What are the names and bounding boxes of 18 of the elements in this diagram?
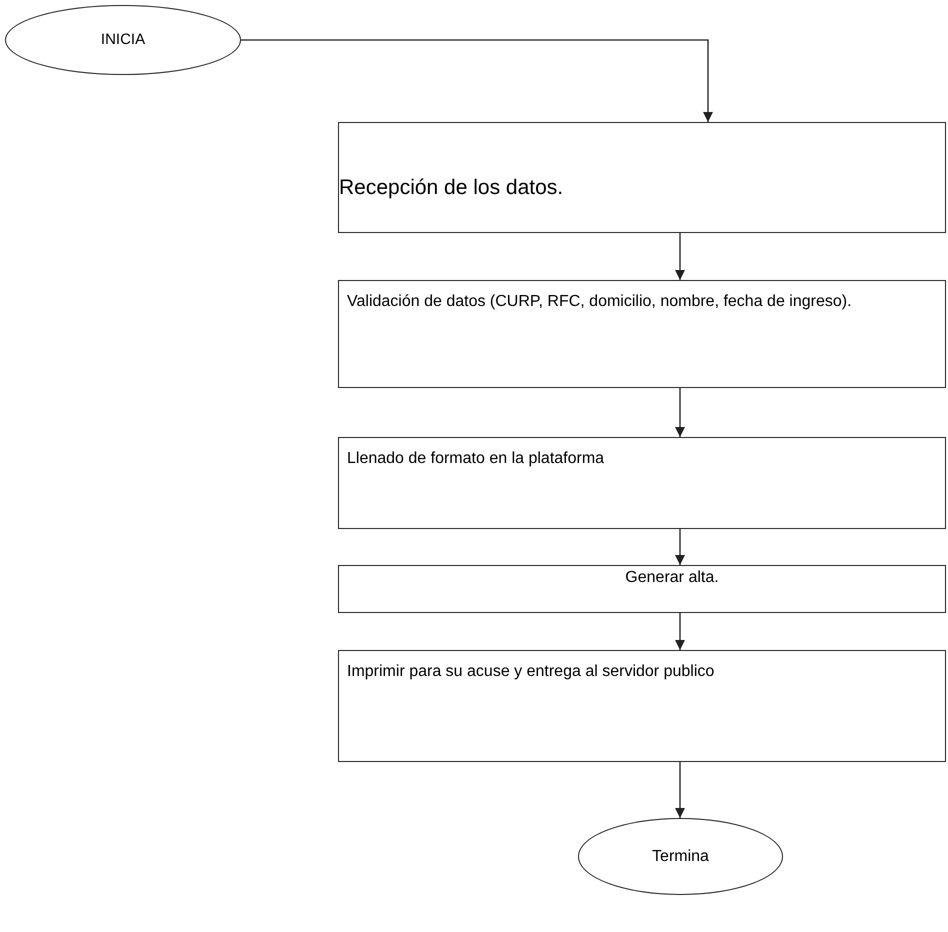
process-box [338, 280, 946, 388]
node-text: INICIA [100, 30, 146, 50]
node-text: Imprimir para su acuse y entrega al servidor publico [347, 662, 714, 682]
arrow [675, 762, 685, 818]
arrow [675, 613, 685, 650]
process-box [338, 122, 946, 233]
process-box [338, 437, 946, 529]
node-text: Recepción de los datos. [339, 174, 564, 201]
node-text: Validación de datos (CURP, RFC, domicilio, nombre, fecha de ingreso). [347, 292, 852, 312]
node-text: Termina [652, 846, 709, 866]
arrow [241, 39, 713, 122]
arrow [675, 233, 685, 280]
arrow [675, 388, 685, 437]
node-text: Llenado de formato en la plataforma [347, 449, 604, 469]
process-box [338, 650, 946, 762]
node-text: Generar alta. [625, 568, 719, 588]
process-box [338, 565, 946, 613]
arrow [675, 529, 685, 565]
